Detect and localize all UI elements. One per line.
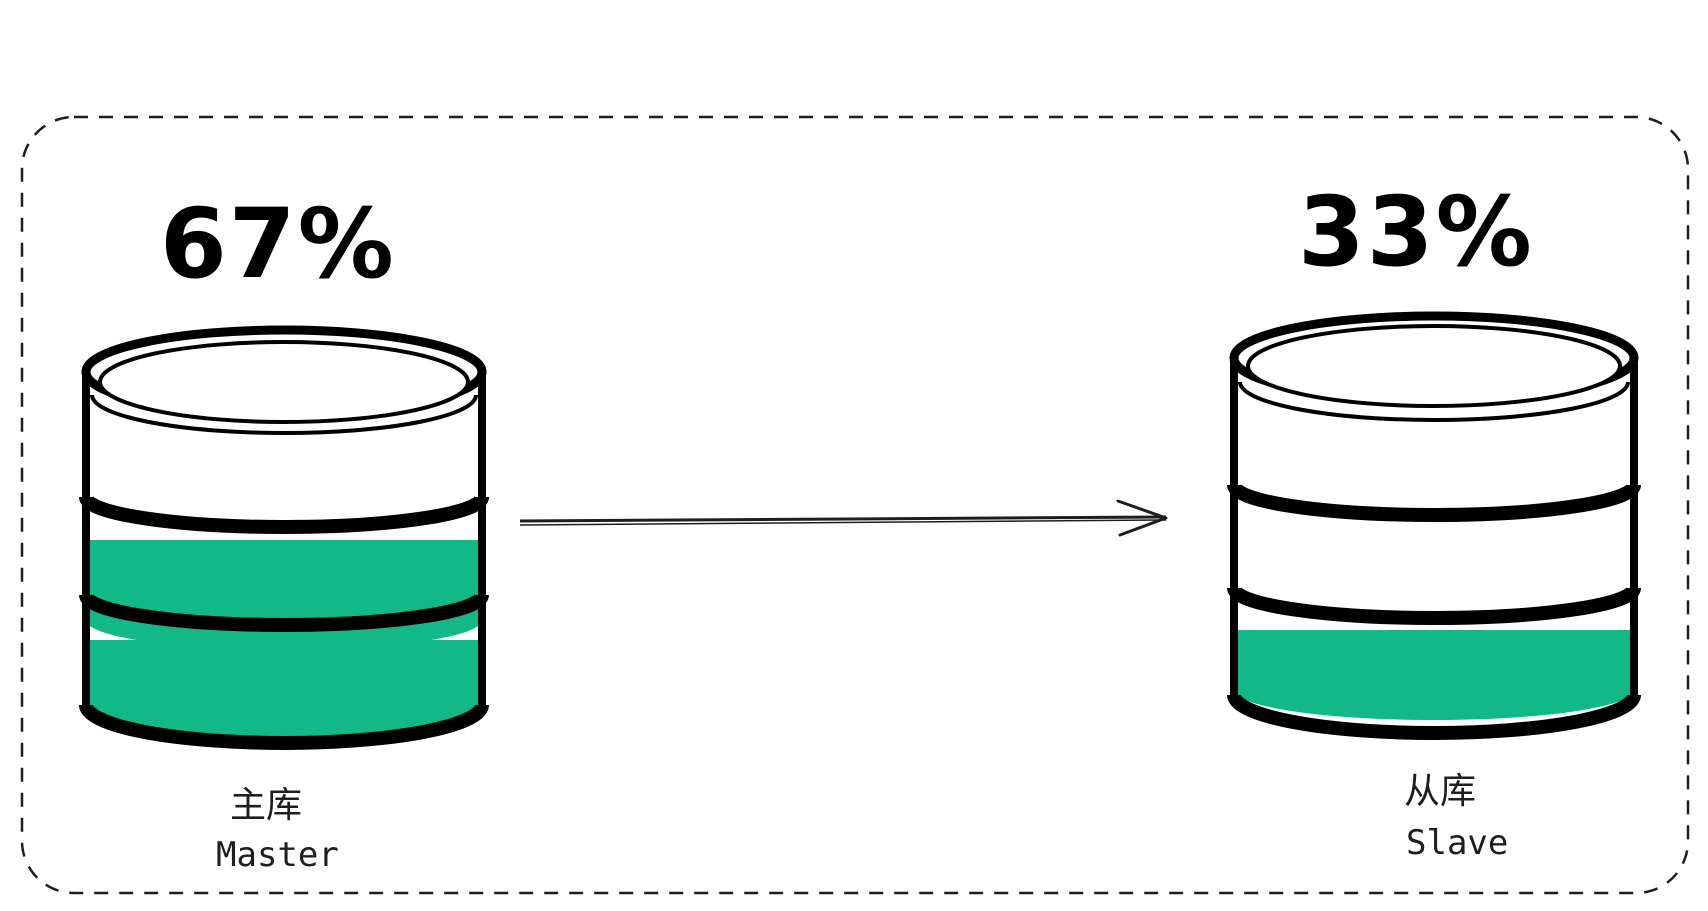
slave-label-cn: 从库 — [1404, 771, 1477, 812]
slave-bottom-rim — [1227, 694, 1641, 740]
master-label-cn: 主库 — [230, 785, 303, 826]
master-bottom-rim — [79, 704, 489, 750]
slave-layer-3-fill — [1234, 630, 1634, 720]
slave-top-lid-inner — [1246, 324, 1622, 408]
slave-separator-2 — [1227, 586, 1641, 625]
group-dashed-border — [20, 115, 1690, 895]
slave-separator-1 — [1227, 483, 1641, 522]
slave-label-en: Slave — [1406, 823, 1509, 863]
master-top-lid-inner — [98, 340, 470, 424]
master-layer-2-fill — [86, 540, 482, 650]
master-separator-1 — [79, 495, 489, 534]
master-label-en: Master — [216, 835, 339, 875]
slave-database-icon — [1227, 311, 1641, 740]
master-separator-2 — [79, 593, 489, 632]
master-layer-3-fill — [86, 640, 482, 745]
slave-usage-percent: 33% — [1298, 176, 1534, 288]
master-database-icon — [79, 325, 489, 750]
master-usage-percent: 67% — [160, 188, 396, 300]
replication-arrow — [519, 499, 1168, 537]
arrow-head — [1116, 499, 1168, 537]
